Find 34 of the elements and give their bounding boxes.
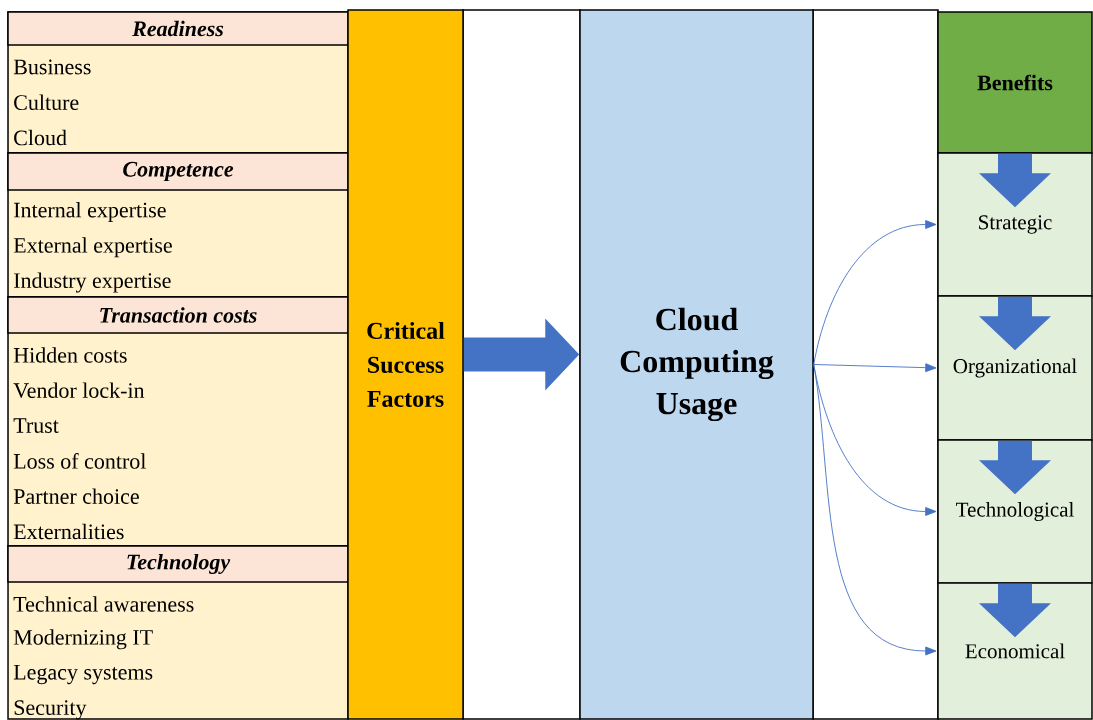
benefits-header: Benefits	[937, 11, 1093, 154]
category-table	[7, 545, 349, 720]
factor-text: Vendor lock-in	[13, 382, 145, 399]
benefit-cell: Economical	[937, 582, 1093, 720]
curved-arrow	[813, 220, 937, 365]
category-table	[7, 296, 349, 547]
factor-text: Internal expertise	[14, 202, 166, 222]
category-header: Readiness	[7, 11, 349, 46]
factor-text: Technical awareness	[13, 596, 194, 612]
category-header: Technology	[7, 545, 349, 583]
curved-arrow	[813, 364, 937, 656]
factor-column: Critical Success Factors	[347, 9, 464, 720]
factor-text: Partner choice	[13, 488, 139, 504]
category-table	[7, 11, 349, 154]
factor-text: External expertise	[13, 237, 172, 258]
category-header: Competence	[7, 152, 349, 191]
factor-text: Legacy systems	[13, 665, 153, 685]
usage-column: Cloud Computing Usage	[579, 9, 814, 720]
factor-text: Loss of control	[13, 453, 146, 469]
factor-text: Externalities	[13, 523, 124, 540]
benefit-cell: Strategic	[937, 152, 1093, 297]
curved-arrow	[813, 363, 937, 373]
factor-text: Trust	[13, 418, 59, 433]
factor-text: Business	[13, 59, 91, 75]
category-table	[7, 152, 349, 298]
factor-text: Cloud	[14, 129, 67, 146]
factor-text: Hidden costs	[13, 347, 127, 363]
factor-text: Industry expertise	[14, 272, 171, 293]
factor-text: Modernizing IT	[13, 629, 153, 650]
factor-text: Culture	[14, 94, 79, 111]
category-header: Transaction costs	[7, 296, 349, 334]
factor-text: Security	[14, 700, 87, 720]
benefit-cell: Technological	[937, 439, 1093, 584]
benefit-cell: Organizational	[937, 295, 1093, 441]
